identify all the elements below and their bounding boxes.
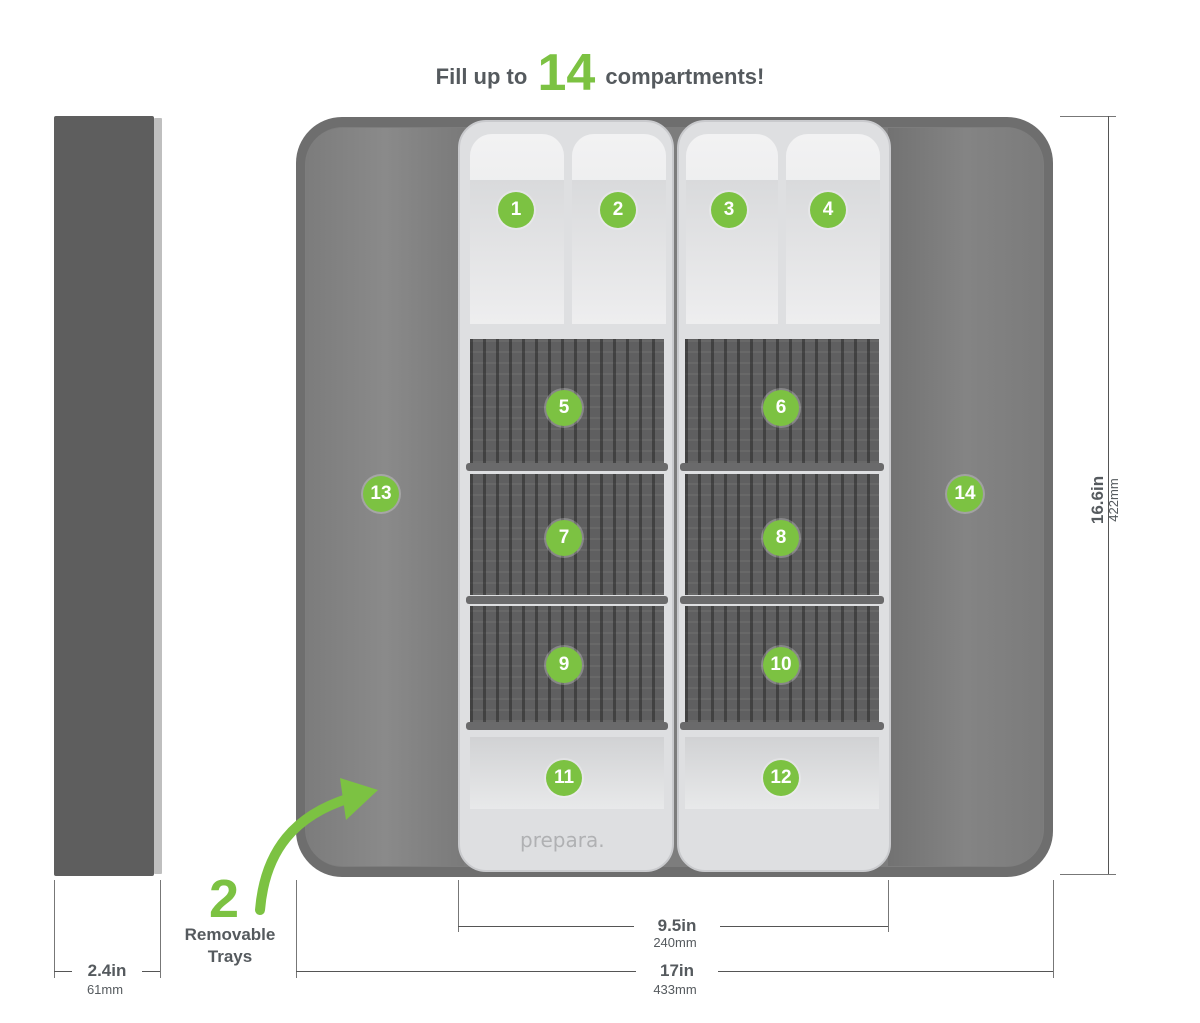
side-profile xyxy=(54,116,154,876)
badge-12: 12 xyxy=(763,760,799,796)
removable-trays-label: Removable Trays xyxy=(160,924,300,968)
tray-width-mm: 240mm xyxy=(653,935,697,950)
side-profile-edge xyxy=(154,118,162,874)
removable-trays-line1: Removable xyxy=(184,925,276,944)
tray-width-inches: 9.5in xyxy=(634,917,720,935)
badge-9: 9 xyxy=(546,647,582,683)
headline-number: 14 xyxy=(537,44,596,102)
curved-arrow-icon xyxy=(255,778,378,915)
dim-tick xyxy=(296,880,297,978)
badge-2: 2 xyxy=(600,192,636,228)
compartment-5 xyxy=(470,339,664,463)
dim-tick xyxy=(1060,874,1116,875)
badge-8: 8 xyxy=(763,520,799,556)
divider-bar xyxy=(680,722,884,730)
height-dimension-line xyxy=(1108,116,1109,874)
divider-bar xyxy=(466,463,668,471)
divider-bar xyxy=(680,596,884,604)
height-mm: 422mm xyxy=(1106,478,1121,522)
removable-trays-line2: Trays xyxy=(207,947,253,966)
badge-14: 14 xyxy=(947,476,983,512)
headline-suffix: compartments! xyxy=(605,64,765,89)
badge-1: 1 xyxy=(498,192,534,228)
badge-5: 5 xyxy=(546,390,582,426)
dim-tick xyxy=(54,880,55,978)
depth-inches: 2.4in xyxy=(72,962,142,980)
badge-13: 13 xyxy=(363,476,399,512)
height-inches: 16.6in xyxy=(1088,455,1107,545)
badge-11: 11 xyxy=(546,760,582,796)
divider-bar xyxy=(466,722,668,730)
divider-bar xyxy=(466,596,668,604)
height-label-group: 16.6in 422mm xyxy=(1088,455,1129,545)
headline: Fill up to 14 compartments! xyxy=(0,28,1200,122)
removable-trays-count: 2 xyxy=(209,869,240,929)
total-width-mm: 433mm xyxy=(653,982,697,997)
brand-logo: prepara. xyxy=(520,828,605,852)
depth-mm: 61mm xyxy=(86,982,124,997)
badge-3: 3 xyxy=(711,192,747,228)
dim-tick xyxy=(160,880,161,978)
dim-tick xyxy=(1053,880,1054,978)
badge-6: 6 xyxy=(763,390,799,426)
total-width-inches: 17in xyxy=(636,962,718,980)
dim-tick xyxy=(888,880,889,932)
divider-bar xyxy=(680,463,884,471)
badge-4: 4 xyxy=(810,192,846,228)
badge-7: 7 xyxy=(546,520,582,556)
dim-tick xyxy=(458,880,459,932)
badge-10: 10 xyxy=(763,647,799,683)
headline-prefix: Fill up to xyxy=(435,64,528,89)
dim-tick xyxy=(1060,116,1116,117)
